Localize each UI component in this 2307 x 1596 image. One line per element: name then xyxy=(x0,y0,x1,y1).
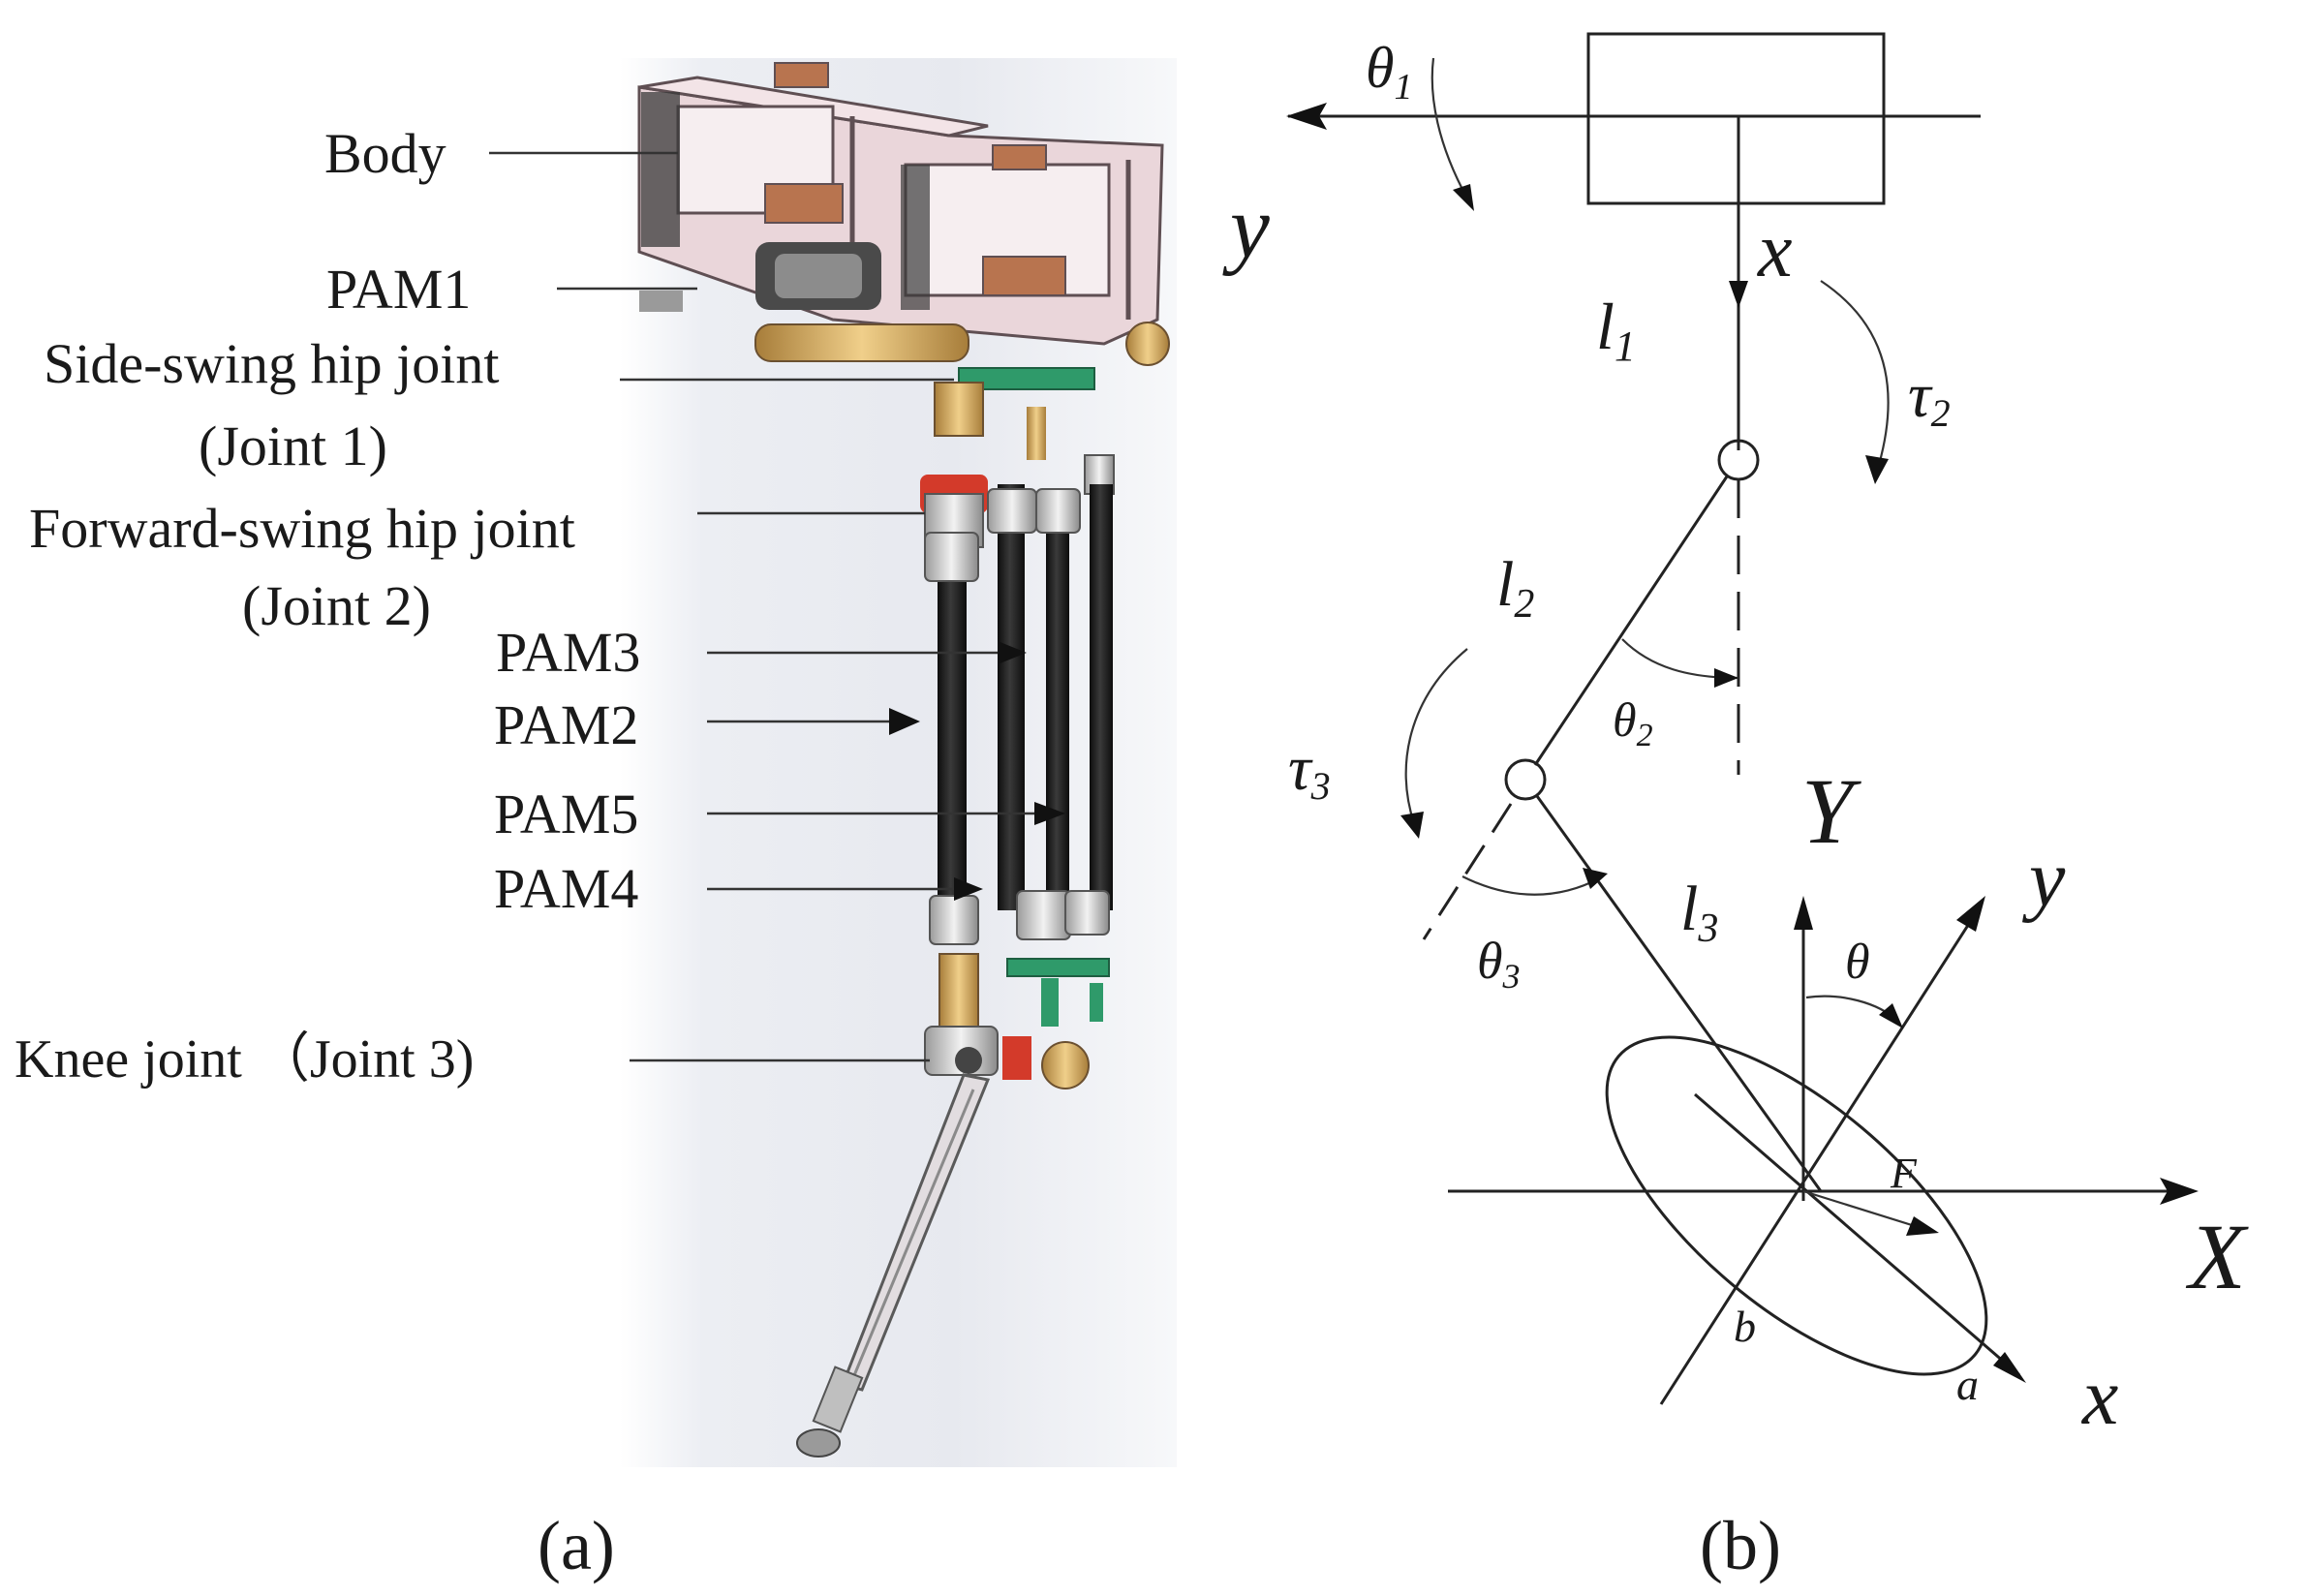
pam-tubes xyxy=(924,484,1113,945)
symbol-x-foot: x xyxy=(2080,1352,2118,1442)
symbol-y-top: y xyxy=(1222,177,1270,276)
symbol-a: a xyxy=(1956,1360,1979,1409)
label-pam2: PAM2 xyxy=(494,693,638,756)
symbol-l1: l1 xyxy=(1596,290,1636,370)
foot-x-axis xyxy=(1694,1092,2020,1377)
panel-a: Body PAM1 Side-swing hip joint (Joint 1)… xyxy=(15,58,1177,1584)
knee-joint-circle xyxy=(1504,758,1547,801)
label-pam1: PAM1 xyxy=(326,258,471,321)
symbol-x-top: x xyxy=(1757,208,1793,293)
caption-a: (a) xyxy=(538,1507,615,1584)
symbol-b: b xyxy=(1734,1302,1756,1351)
symbol-Y: Y xyxy=(1801,759,1861,863)
pam1-spring xyxy=(754,323,969,362)
link-l2 xyxy=(1533,476,1729,766)
label-pam3: PAM3 xyxy=(496,621,640,684)
label-forward-swing-hip: Forward-swing hip joint xyxy=(29,497,575,560)
leader-arrowheads xyxy=(889,641,1065,901)
link-l3 xyxy=(1535,795,1823,1192)
symbol-tau2: τ2 xyxy=(1908,360,1951,435)
caption-b: (b) xyxy=(1700,1507,1781,1584)
label-pam5: PAM5 xyxy=(494,783,638,845)
label-joint-1: (Joint 1) xyxy=(199,414,387,477)
l2-dashed-extension xyxy=(1422,803,1513,940)
panel-b: θ1 y x l1 τ2 l2 θ2 τ3 Y y θ3 l3 θ F X b … xyxy=(1222,32,2249,1584)
symbol-l2: l2 xyxy=(1496,549,1534,627)
symbol-theta2: θ2 xyxy=(1613,692,1653,753)
label-body: Body xyxy=(324,122,446,185)
label-side-swing-hip: Side-swing hip joint xyxy=(44,332,499,395)
symbol-y-foot: y xyxy=(2021,834,2066,924)
symbol-theta1: θ1 xyxy=(1366,36,1412,107)
foot-y-axis xyxy=(1659,905,1983,1405)
hip-plate xyxy=(958,367,1095,390)
label-joint-2: (Joint 2) xyxy=(242,574,431,637)
leader-lines xyxy=(489,151,1051,1062)
symbol-tau3: τ3 xyxy=(1288,733,1331,808)
symbol-F: F xyxy=(1890,1150,1918,1197)
foot-ellipse xyxy=(1605,1035,1988,1376)
symbol-l3: l3 xyxy=(1680,874,1718,951)
label-knee-joint: Knee joint （Joint 3) xyxy=(15,1029,474,1090)
body-box xyxy=(1586,32,1886,205)
symbol-theta3: θ3 xyxy=(1477,932,1521,996)
knee-joint-hub xyxy=(955,1047,982,1074)
symbol-theta: θ xyxy=(1845,935,1870,990)
label-pam4: PAM4 xyxy=(494,857,638,920)
symbol-X: X xyxy=(2185,1205,2249,1308)
